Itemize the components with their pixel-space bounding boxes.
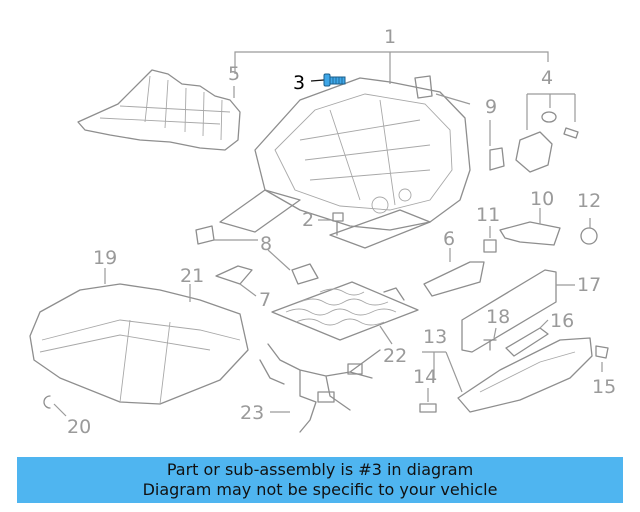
callout-22: 22: [383, 345, 407, 367]
part-15-retainer: [595, 345, 609, 372]
callout-21: 21: [180, 265, 204, 287]
callout-12: 12: [577, 190, 601, 212]
part-16-bracket: [505, 319, 549, 357]
callout-18: 18: [486, 306, 510, 328]
part-11-clip: [483, 226, 497, 253]
callout-2: 2: [302, 209, 314, 231]
part-23-wiring-harness: [259, 343, 381, 433]
leader-1: [234, 51, 549, 84]
part-17-wire-frame: [461, 269, 575, 353]
part-14-clip: [419, 388, 437, 413]
callout-23: 23: [240, 402, 264, 424]
callout-7: 7: [259, 289, 271, 311]
part-13-side-shield: [422, 337, 593, 413]
callout-3: 3: [293, 72, 305, 94]
part-22-seat-heater: [271, 281, 419, 345]
callout-5: 5: [228, 63, 240, 85]
callout-14: 14: [413, 366, 437, 388]
callout-11: 11: [476, 204, 500, 226]
part-12-grommet: [580, 218, 598, 245]
part-9-bracket: [414, 75, 505, 171]
part-7-clip: [239, 283, 257, 297]
part-19-seat-cushion: [29, 268, 249, 405]
banner-line-1: Part or sub-assembly is #3 in diagram: [166, 460, 474, 479]
callout-15: 15: [592, 376, 616, 398]
part-20-clip: [43, 395, 67, 417]
callout-4: 4: [541, 67, 553, 89]
info-banner: Part or sub-assembly is #3 in diagram Di…: [17, 457, 623, 503]
callout-9: 9: [485, 96, 497, 118]
callout-13: 13: [423, 326, 447, 348]
callout-6: 6: [443, 228, 455, 250]
callout-17: 17: [577, 274, 601, 296]
part-1-seat-frame: [219, 77, 471, 249]
part-10-bracket: [499, 208, 561, 246]
part-4-cover-screw: [515, 93, 579, 173]
callout-19: 19: [93, 247, 117, 269]
part-21-pad: [189, 265, 253, 302]
callout-8: 8: [260, 233, 272, 255]
part-8-clips: [195, 225, 319, 285]
part-3-bolt-highlighted: [310, 73, 346, 87]
part-18-screw: [483, 327, 497, 351]
leader-3: [310, 79, 325, 82]
callout-1: 1: [384, 26, 396, 48]
callout-10: 10: [530, 188, 554, 210]
part-5-heater-mat: [77, 69, 241, 151]
banner-line-2: Diagram may not be specific to your vehi…: [142, 480, 498, 499]
parts-diagram: 1 2 3 4 5 6 7 8 9 10 11 12 13 14 15 16 1…: [29, 26, 616, 438]
part-6-side-trim: [423, 248, 485, 297]
part-2-bolt: [318, 212, 344, 236]
callout-20: 20: [67, 416, 91, 438]
callout-16: 16: [550, 310, 574, 332]
